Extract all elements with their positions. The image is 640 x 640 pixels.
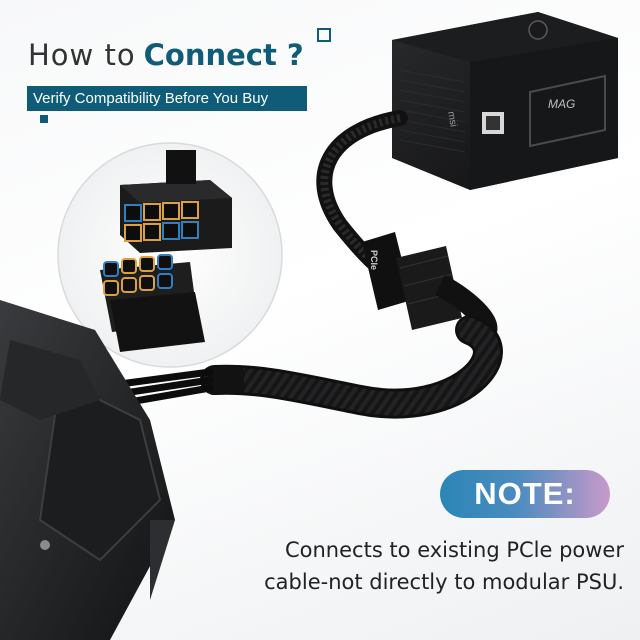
title-connect: Connect ? xyxy=(143,38,304,72)
graphics-card xyxy=(0,300,175,640)
note-text: Connects to existing PCle power cable-no… xyxy=(204,534,624,598)
connector-pin-inset xyxy=(57,142,283,368)
note-badge: NOTE: xyxy=(440,470,610,518)
note-line-2: cable-not directly to modular PSU. xyxy=(264,570,624,594)
pcie-connector xyxy=(362,232,498,346)
pcie-label: PCIe xyxy=(369,249,380,271)
psu-side-mark: msi xyxy=(445,111,459,128)
power-supply-unit: MAG msi xyxy=(392,12,618,190)
psu-brand-mark: MAG xyxy=(548,97,575,111)
title-how-to: How to xyxy=(28,38,136,72)
subtitle-marker xyxy=(40,115,48,123)
title-square-decoration xyxy=(317,28,331,42)
subtitle-banner: Verify Compatibility Before You Buy xyxy=(27,86,307,111)
note-line-1: Connects to existing PCle power xyxy=(284,538,624,562)
